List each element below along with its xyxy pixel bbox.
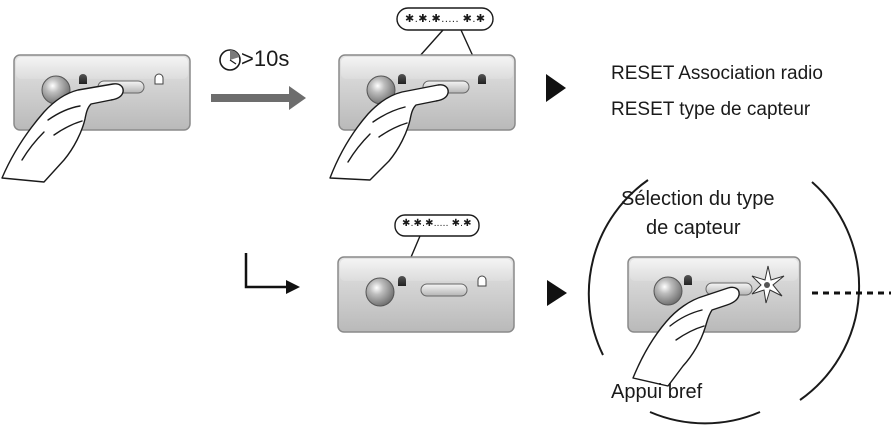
arrow-to-zoom — [547, 280, 567, 306]
led-flash-icon — [751, 265, 785, 304]
result-reset-association: RESET Association radio — [611, 63, 823, 84]
led-off — [79, 74, 87, 84]
led-blinking — [398, 74, 406, 84]
led-off-2 — [154, 73, 164, 85]
short-press-hint: Appui bref — [611, 381, 703, 403]
knob — [365, 277, 395, 307]
result-reset-sensor-type: RESET type de capteur — [611, 99, 811, 120]
zoom-title-line-1: Sélection du type — [621, 188, 775, 210]
led-blinking — [398, 276, 406, 286]
push-button — [420, 283, 468, 297]
blink-bubble-top — [396, 7, 494, 77]
knob — [653, 276, 683, 306]
arrow-step-1 — [211, 86, 306, 110]
led-off — [477, 275, 487, 287]
blink-pattern-bottom: ✱.✱.✱..... ✱.✱ — [402, 218, 472, 229]
arrow-to-result — [546, 74, 566, 102]
hand-press-2 — [329, 84, 449, 181]
led-blinking-2 — [478, 74, 486, 84]
zoom-title-line-2: de capteur — [646, 217, 741, 239]
return-arrow — [244, 253, 300, 294]
led-blinking — [684, 275, 692, 285]
hand-press-1 — [1, 83, 124, 183]
clock-icon — [219, 49, 241, 71]
timer-label: >10s — [241, 46, 290, 71]
device-step-3 — [337, 256, 515, 333]
hand-press-3 — [632, 286, 740, 387]
blink-pattern-top: ✱.✱.✱..... ✱.✱ — [405, 13, 486, 25]
